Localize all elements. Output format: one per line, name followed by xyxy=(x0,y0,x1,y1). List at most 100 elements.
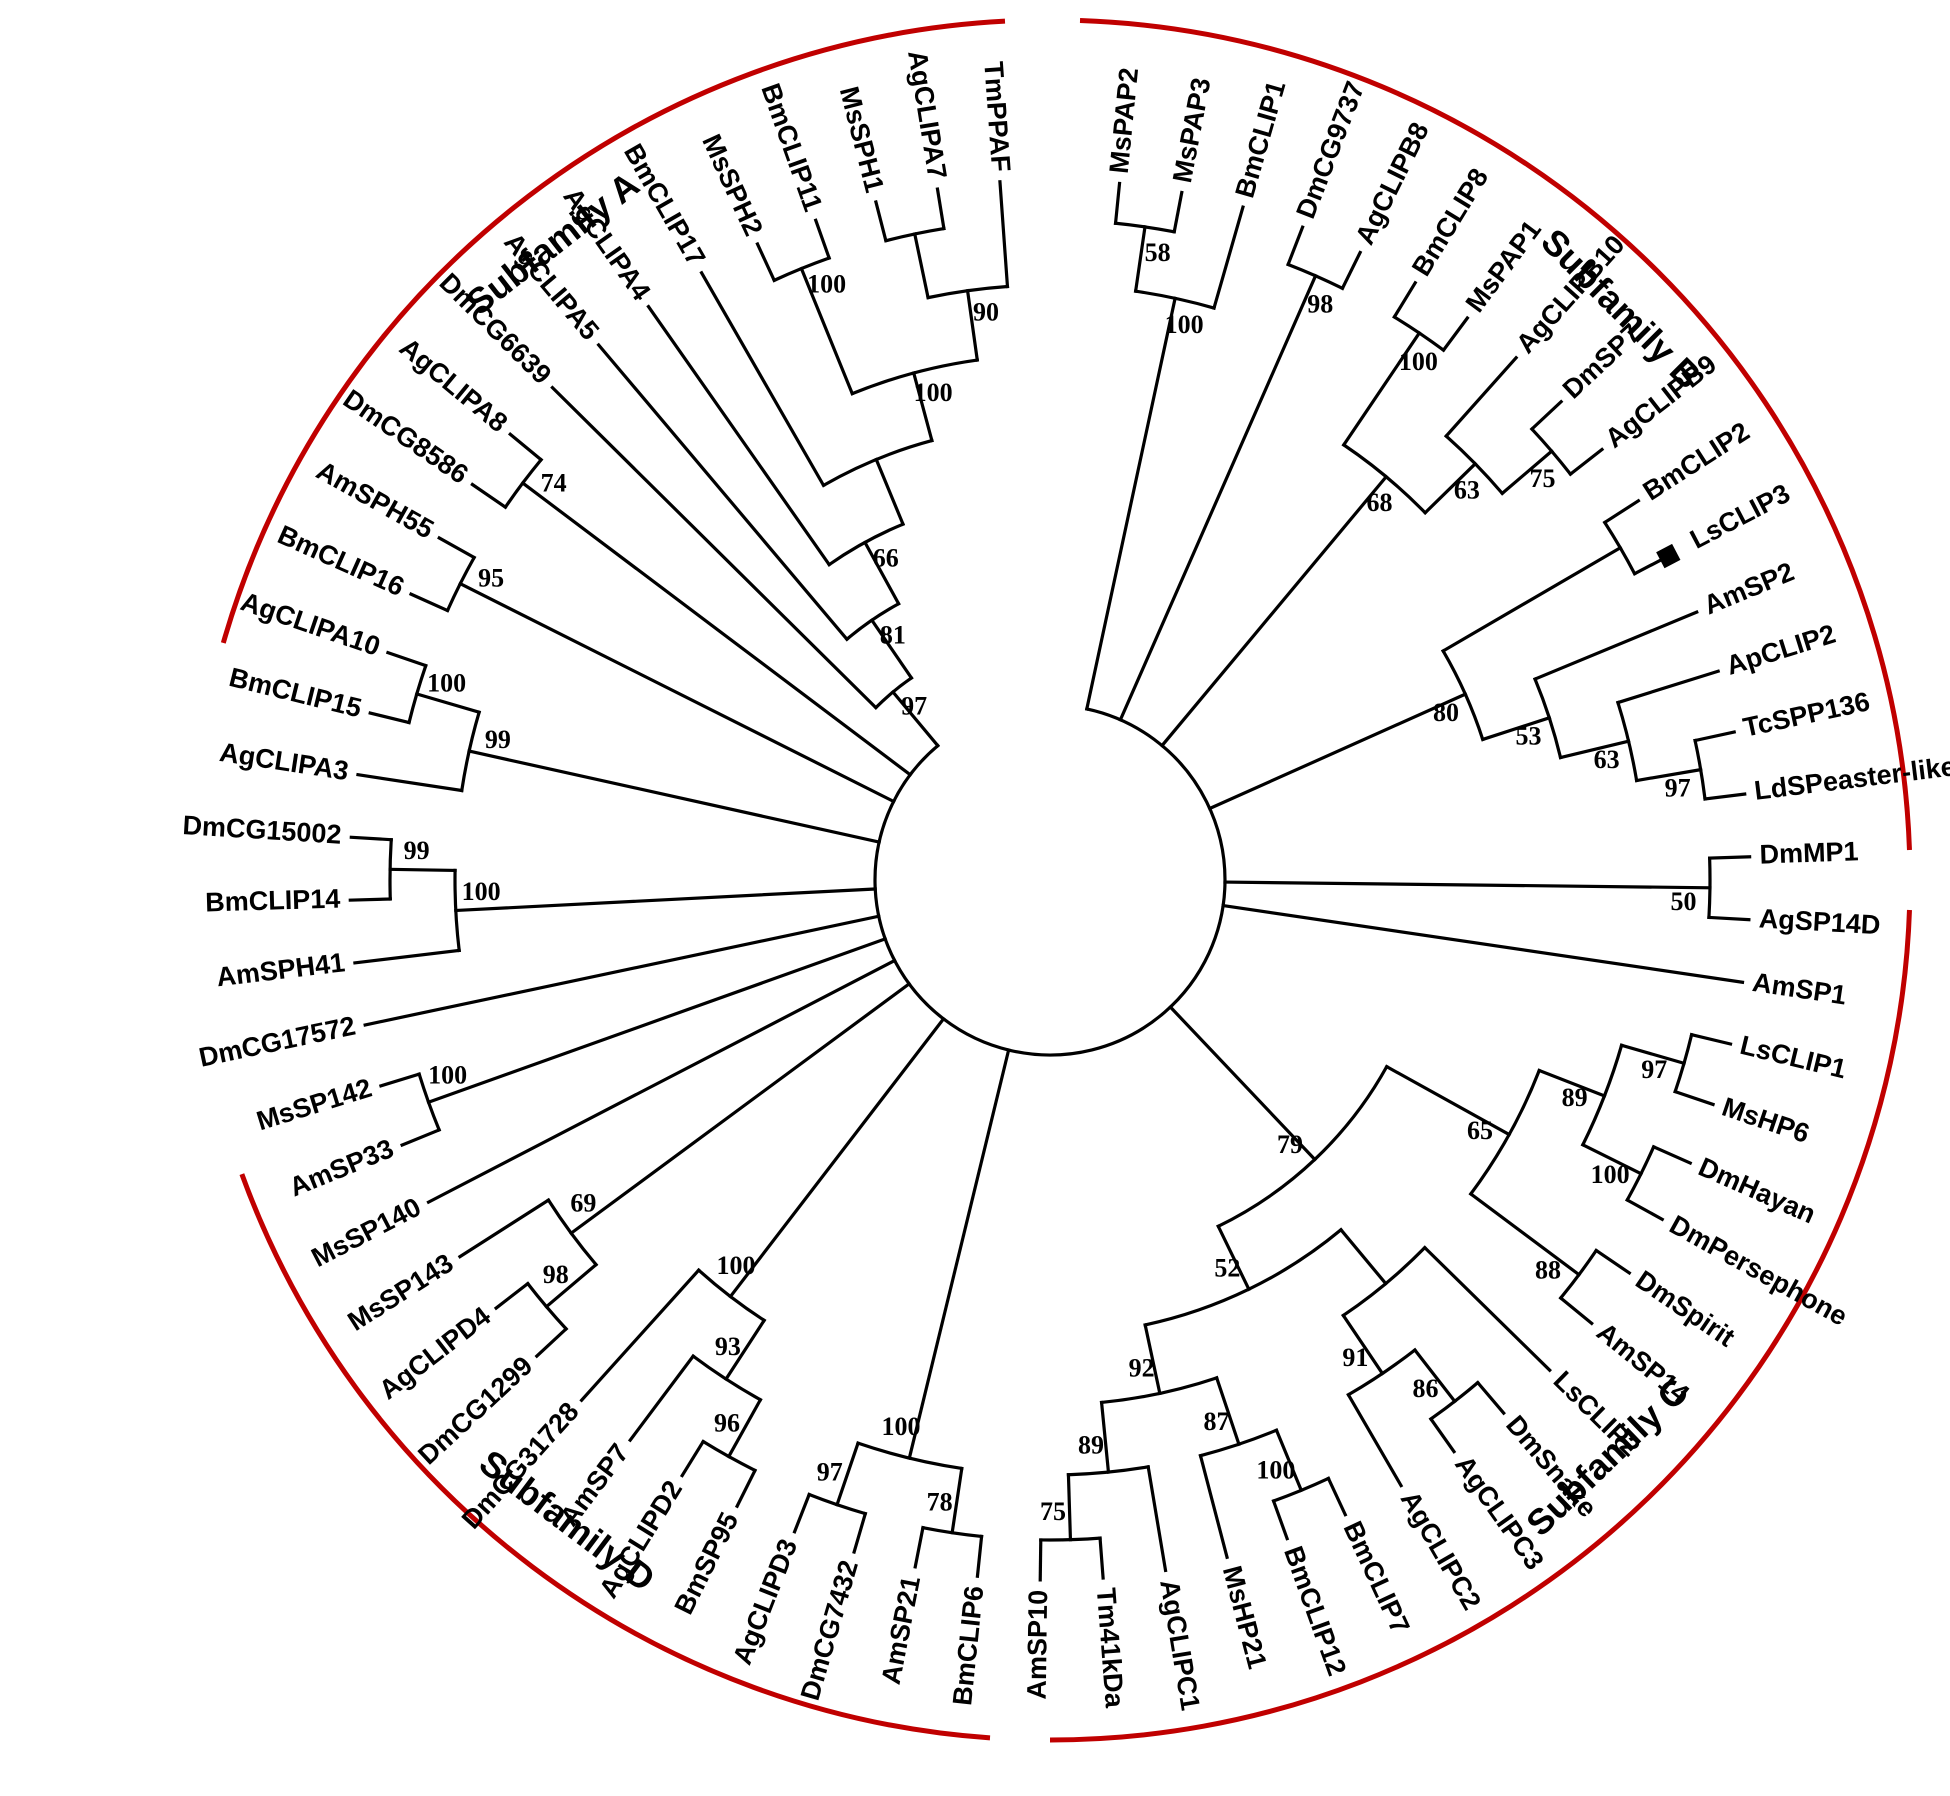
tree-node-arc xyxy=(1580,1043,1624,1147)
tree-branch xyxy=(1274,1428,1304,1493)
tree-branch xyxy=(935,187,946,231)
tree-node-arc xyxy=(1532,677,1563,760)
bootstrap-value: 98 xyxy=(543,1260,569,1289)
bootstrap-value: 78 xyxy=(927,1487,953,1516)
tree-branch xyxy=(378,1072,422,1088)
tree-branch xyxy=(458,581,896,804)
tree-branch xyxy=(862,540,901,606)
bootstrap-value: 75 xyxy=(1530,464,1556,493)
bootstrap-value: 81 xyxy=(880,620,906,649)
tree-branch xyxy=(1346,1392,1404,1488)
taxon-label-ldspeaster-like: LdSPeaster-like xyxy=(1753,751,1950,806)
tree-branch xyxy=(1412,1347,1457,1404)
bootstrap-value: 98 xyxy=(1307,289,1333,318)
tree-branch xyxy=(356,772,464,793)
bootstrap-value: 100 xyxy=(914,378,953,407)
tree-root-ring xyxy=(873,707,1227,1057)
tree-branch xyxy=(965,288,980,362)
tree-branch xyxy=(1133,225,1147,294)
tree-branch xyxy=(873,200,888,243)
bootstrap-value: 68 xyxy=(1366,488,1392,517)
tree-branch xyxy=(1619,1043,1687,1066)
tree-branch xyxy=(1568,447,1605,477)
tree-node-arc xyxy=(1673,1032,1694,1094)
taxon-label-mshp6: MsHP6 xyxy=(1718,1092,1813,1149)
taxon-label-mssph1: MsSPH1 xyxy=(834,83,890,195)
tree-node-arc xyxy=(1602,520,1637,576)
tree-branch xyxy=(1341,330,1422,448)
bootstrap-value: 79 xyxy=(1277,1130,1303,1159)
bootstrap-value: 100 xyxy=(1399,347,1438,376)
tree-branch xyxy=(363,914,881,1027)
tree-branch xyxy=(550,385,879,710)
bootstrap-value: 100 xyxy=(807,270,846,299)
tree-branch xyxy=(534,1326,569,1359)
taxon-label-agclipd3: AgCLIPD3 xyxy=(727,1535,803,1669)
tree-branch xyxy=(755,241,777,283)
tree-branch xyxy=(627,1353,696,1443)
bootstrap-value: 97 xyxy=(817,1457,843,1486)
bootstrap-value: 89 xyxy=(1078,1430,1104,1459)
bootstrap-value: 97 xyxy=(1665,773,1691,802)
tree-node-arc xyxy=(407,663,428,725)
taxon-label-bmclip7: BmCLIP7 xyxy=(1338,1517,1416,1638)
taxon-label-bmclip16: BmCLIP16 xyxy=(273,520,409,603)
tree-node-arc xyxy=(388,838,393,901)
tree-branch xyxy=(368,711,411,725)
tree-node-arc xyxy=(1143,1227,1344,1327)
taxon-label-amsph41: AmSPH41 xyxy=(215,947,347,992)
tree-branch xyxy=(646,304,832,567)
bootstrap-value: 53 xyxy=(1515,721,1541,750)
tree-node-arc xyxy=(1558,1248,1599,1301)
bootstrap-value: 89 xyxy=(1562,1083,1588,1112)
taxon-label-agclipa7: AgCLIPA7 xyxy=(902,48,953,181)
tree-branch xyxy=(408,592,450,613)
subfamily-arc-b xyxy=(1079,18,1912,851)
taxon-label-dmmp1: DmMP1 xyxy=(1759,836,1859,869)
bootstrap-value: 88 xyxy=(1535,1255,1561,1284)
taxon-label-tmppaf: TmPPAF xyxy=(978,60,1016,172)
tree-branch xyxy=(1207,692,1468,811)
tree-node-arc xyxy=(821,438,934,488)
tree-node-arc xyxy=(525,1281,569,1332)
tree-branch xyxy=(869,617,914,681)
taxon-label-bmsp95: BmSP95 xyxy=(669,1508,745,1619)
taxon-label-dmcg9737: DmCG9737 xyxy=(1290,77,1370,222)
tree-node-arc xyxy=(1216,1064,1389,1229)
tree-branch xyxy=(596,342,850,642)
tree-branch xyxy=(1615,669,1721,705)
tree-branch xyxy=(414,691,482,715)
bootstrap-value: 90 xyxy=(973,298,999,327)
tree-branch xyxy=(728,1016,946,1299)
tree-branch xyxy=(385,650,428,668)
tree-node-arc xyxy=(503,457,544,510)
tree-node-arc xyxy=(1341,442,1428,516)
tree-branch xyxy=(507,432,544,462)
tree-branch xyxy=(1634,767,1703,783)
tree-branch xyxy=(890,689,941,748)
taxon-label-bmclip11: BmCLIP11 xyxy=(755,79,828,215)
bootstrap-value: 99 xyxy=(404,836,430,865)
tree-branch xyxy=(1143,1323,1162,1396)
tree-node-arc xyxy=(1099,1375,1219,1405)
taxon-label-lsclip1: LsCLIP1 xyxy=(1737,1030,1849,1084)
tree-branch xyxy=(520,480,913,777)
tree-branch xyxy=(1673,1089,1716,1107)
tree-branch xyxy=(1340,250,1363,291)
tree-branch xyxy=(1216,1224,1251,1292)
tree-branch xyxy=(792,1492,812,1534)
tree-branch xyxy=(975,1534,984,1578)
tree-branch xyxy=(835,1441,861,1507)
tree-branch xyxy=(1223,880,1712,890)
tree-branch xyxy=(1529,399,1564,432)
taxon-label-tm41kda: Tm41kDa xyxy=(1091,1587,1130,1710)
taxon-label-bmclip12: BmCLIP12 xyxy=(1278,1542,1352,1679)
bootstrap-value: 69 xyxy=(570,1189,596,1218)
taxon-label-agclipa3: AgCLIPA3 xyxy=(218,737,351,786)
taxon-label-mssp142: MsSP142 xyxy=(253,1073,375,1137)
taxon-label-amsp33: AmSP33 xyxy=(285,1133,398,1202)
tree-branch xyxy=(1098,1536,1105,1580)
tree-branch xyxy=(813,218,832,261)
tree-branch xyxy=(437,535,477,560)
